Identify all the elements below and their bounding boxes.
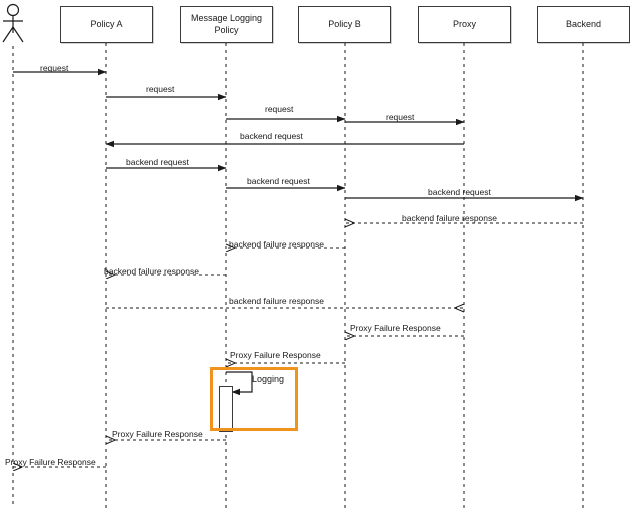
- message-label-11: backend failure response: [104, 266, 199, 276]
- participant-label: Backend: [565, 18, 602, 29]
- participant-label: Message Logging Policy: [190, 13, 263, 35]
- message-label-4: request: [386, 112, 415, 122]
- participant-box-proxy[interactable]: Proxy: [418, 6, 511, 43]
- message-label-9: backend failure response: [402, 213, 497, 223]
- participant-box-message-logging-policy[interactable]: Message Logging Policy: [180, 6, 273, 43]
- activation-bar-message-logging-policy: [219, 386, 233, 432]
- message-label-12: backend failure response: [229, 296, 324, 306]
- message-label-6: backend request: [126, 157, 189, 167]
- message-label-14: Proxy Failure Response: [230, 350, 321, 360]
- logging-highlight[interactable]: [210, 367, 298, 431]
- message-label-16: Proxy Failure Response: [5, 457, 96, 467]
- message-label-7: backend request: [247, 176, 310, 186]
- message-label-10: backend failure response: [229, 239, 324, 249]
- messages-group: [13, 68, 584, 467]
- message-label-15: Proxy Failure Response: [112, 429, 203, 439]
- participant-box-policy-a[interactable]: Policy A: [60, 6, 153, 43]
- participant-box-policy-b[interactable]: Policy B: [298, 6, 391, 43]
- participant-label: Proxy: [452, 18, 476, 29]
- message-label-3: request: [265, 104, 294, 114]
- participant-label: Policy B: [328, 18, 361, 29]
- participant-label: Policy A: [90, 18, 123, 29]
- participant-box-backend[interactable]: Backend: [537, 6, 630, 43]
- message-label-2: request: [146, 84, 175, 94]
- message-label-13: Proxy Failure Response: [350, 323, 441, 333]
- self-message-label: Logging: [252, 374, 285, 384]
- message-label-1: request: [40, 63, 69, 73]
- self-message-arrow: [226, 371, 253, 396]
- message-label-8: backend request: [428, 187, 491, 197]
- lifelines-group: [12, 43, 584, 508]
- message-label-5: backend request: [240, 131, 303, 141]
- actor-icon: [2, 3, 24, 43]
- self-message-loop: [226, 371, 253, 396]
